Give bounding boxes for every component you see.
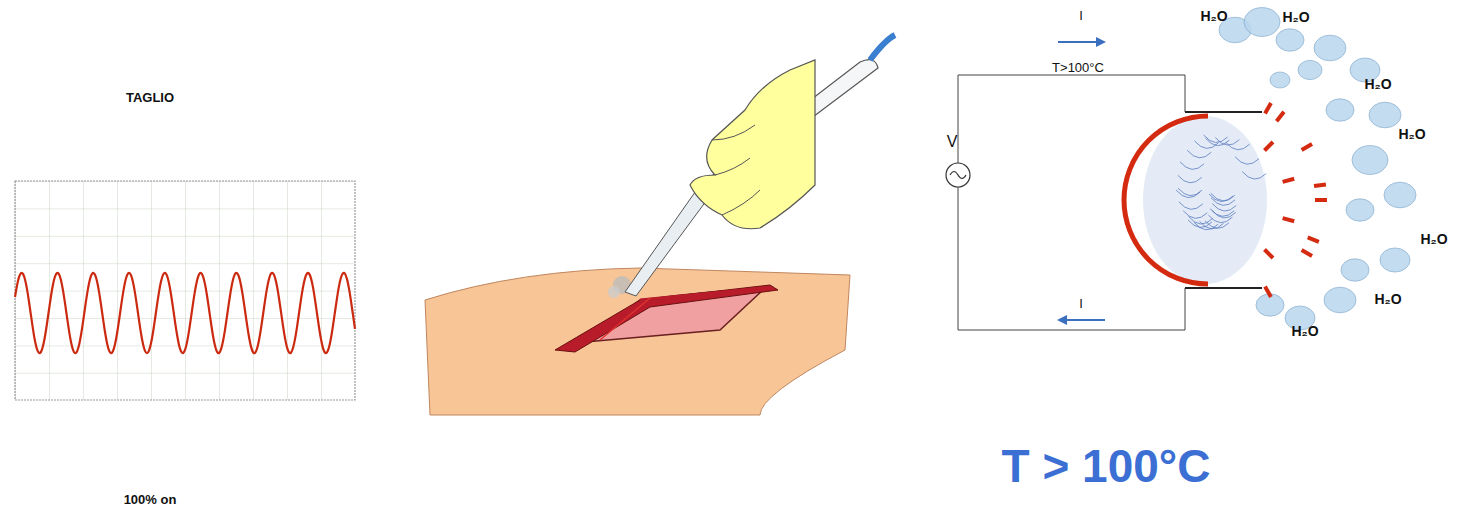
vapour-cloud [1314,35,1346,61]
cell-texture [1212,204,1236,212]
cell-texture [1211,198,1235,206]
vapour-burst [1314,184,1326,186]
vapour-label: H₂O [1364,77,1391,92]
vapour-cloud [1346,199,1374,221]
vapour-label: H₂O [1200,9,1227,24]
current-arrow [1058,41,1100,43]
vapour-label: H₂O [1398,127,1425,142]
vapour-burst [1283,179,1295,182]
cell-texture [1178,175,1202,183]
vapour-cloud [1341,259,1369,281]
temperature-heading: T > 100°C [1002,441,1211,492]
vapour-burst [1264,142,1272,150]
sine-wave [15,273,355,353]
vapour-cloud [1276,29,1304,51]
cell-texture [1211,193,1235,201]
temperature-label: T>100°C [1052,61,1104,75]
smoke [608,286,620,298]
cell-texture [1242,172,1266,180]
pen-tip [625,185,712,296]
vapour-burst [1264,249,1272,257]
cut-line [600,298,650,340]
vapour-burst [1265,287,1271,297]
vapour-cloud [1270,72,1290,88]
current-arrow [1057,315,1067,325]
cell-texture [1180,162,1204,170]
vapour-cloud [1244,8,1280,37]
vapour-cloud [1384,182,1416,208]
scope-title: TAGLIO [126,91,174,105]
ac-source-symbol [950,172,966,179]
vapour-burst [1283,218,1295,221]
scope-screen [15,181,355,400]
vapour-cloud [1369,102,1401,128]
cell-texture [1183,211,1207,219]
cell-texture [1235,157,1259,165]
incision-edge [640,288,765,300]
current-arrow [1096,37,1106,47]
vapour-label: H₂O [1420,232,1447,247]
tissue-cell [1143,116,1267,284]
vapour-cloud [1324,287,1356,313]
electrode [1185,287,1262,289]
cell-texture [1188,220,1212,228]
current-label: I [1079,9,1083,23]
cell-texture [1176,135,1266,230]
cell-texture [1204,135,1228,143]
vapour-burst [1302,250,1312,256]
current-label: I [1079,297,1083,311]
vapour-cloud [1352,146,1388,175]
cell-texture [1226,142,1250,150]
cell-texture [1176,190,1200,198]
vapour-cloud [1219,8,1416,330]
voltage-label: V [947,133,958,151]
vapour-burst [1315,198,1327,202]
hand [690,60,815,229]
cell-texture [1208,215,1232,223]
vapour-burst [1308,237,1319,241]
vapour-burst [1265,103,1271,113]
vapour-label: H₂O [1291,324,1318,339]
vapour-label: H₂O [1374,292,1401,307]
vapour-label: H₂O [1282,10,1309,25]
vapour-burst [1302,144,1312,150]
cell-texture [1212,210,1236,218]
cell-texture [1187,150,1211,158]
vapour-cloud [1326,99,1354,121]
heated-edge [1124,116,1208,284]
vapour-cloud [1298,60,1322,79]
cell-texture [1178,188,1202,196]
incision-edge [555,285,778,352]
cell-texture [1194,141,1218,149]
vapour-burst [1277,112,1284,121]
pen-cable [870,35,895,60]
ac-source-symbol [946,163,970,187]
vapour-burst [1264,103,1327,297]
finger-lines [712,125,760,215]
cell-texture [1179,202,1203,210]
duty-cycle: 100% on [124,493,177,507]
current-arrow [1063,319,1105,321]
vapour-cloud [1380,248,1410,272]
electrode [1185,111,1262,113]
